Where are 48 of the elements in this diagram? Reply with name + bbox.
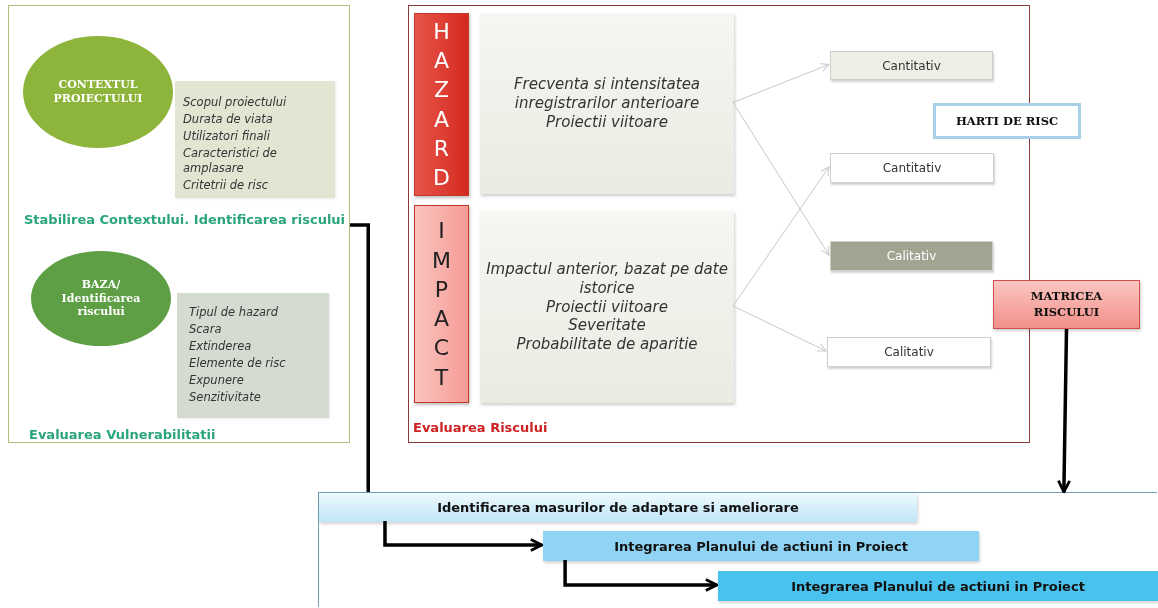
list-item: Extinderea	[189, 338, 253, 354]
section-heading: Evaluarea Riscului	[413, 420, 548, 435]
output-box: MATRICEA RISCULUI	[993, 280, 1140, 329]
vertical-label: HAZARD	[432, 17, 451, 192]
description-text: Probabilitate de aparitie	[516, 335, 698, 354]
list-item: Expunere	[189, 372, 245, 388]
step-bar: Identificarea masurilor de adaptare si ameliorare	[319, 493, 917, 522]
description-text: Frecventa si intensitatea inregistrarilor anterioare	[512, 75, 702, 113]
section-panel	[8, 5, 350, 443]
list-item: Scopul proiectului	[183, 95, 288, 110]
output-box: HARTI DE RISC	[933, 103, 1081, 139]
description-text: Severitate	[568, 316, 646, 336]
list-item: Elemente de risc	[189, 355, 287, 371]
arrow	[732, 102, 830, 256]
step-bar: Integrarea Planului de actiuni in Proiect	[543, 531, 979, 561]
arrow	[732, 63, 830, 103]
frame-box	[318, 492, 1157, 607]
list-item: Tipul de hazard	[189, 305, 280, 320]
vertical-label: IMPACT	[431, 217, 452, 392]
list-item: Senzitivitate	[189, 389, 262, 405]
vertical-label-bar	[414, 13, 469, 196]
arrow	[732, 305, 827, 352]
arrow	[383, 521, 544, 552]
list-box	[175, 81, 335, 198]
category-box: Calitativ	[830, 241, 993, 271]
list-item: Durata de viata	[183, 111, 274, 127]
step-bar: Integrarea Planului de actiuni in Proiect	[718, 571, 1158, 601]
list-box	[177, 293, 329, 418]
heading-circle: CONTEXTUL PROIECTULUI	[23, 36, 173, 148]
heading-circle: BAZA/ Identificarea riscului	[31, 251, 171, 346]
list-item: Critetrii de risc	[183, 177, 270, 193]
list-item: Utilizatori finali	[183, 128, 271, 144]
arrow	[563, 560, 719, 592]
category-box: Calitativ	[827, 337, 991, 367]
arrow	[732, 166, 830, 307]
description-box	[480, 211, 734, 403]
description-text: Proiectii viitoare	[546, 297, 668, 317]
section-heading: Stabilirea Contextului. Identificarea riscului	[24, 212, 346, 227]
category-box: Cantitativ	[830, 51, 993, 80]
description-text: Impactul anterior, bazat pe date istorice	[486, 260, 728, 298]
section-heading: Evaluarea Vulnerabilitatii	[29, 427, 216, 442]
list-item: Scara	[189, 321, 223, 337]
list-item: Caracteristici de amplasare	[183, 145, 278, 176]
description-text: Proiectii viitoare	[546, 112, 668, 132]
category-box: Cantitativ	[830, 153, 994, 183]
description-box	[480, 13, 734, 194]
vertical-label-bar	[414, 205, 469, 403]
arrow	[1057, 328, 1072, 494]
